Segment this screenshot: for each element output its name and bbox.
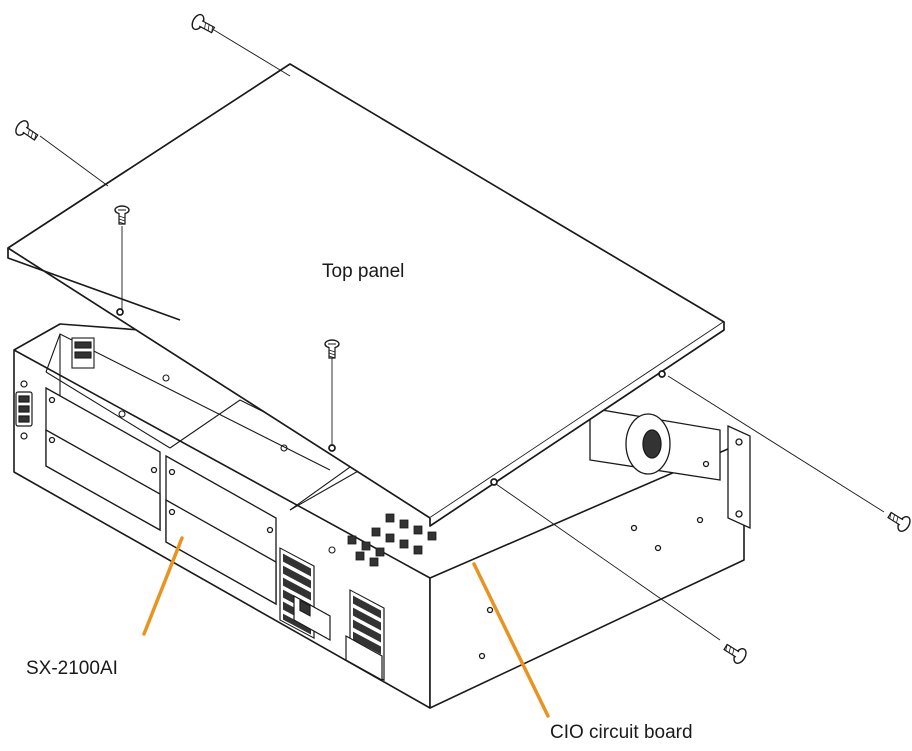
- rear-assembly: [478, 407, 751, 660]
- internal-connector: [71, 337, 95, 369]
- top-panel: [7, 63, 725, 527]
- dip-switches: [347, 513, 437, 567]
- top-panel-lip-left: [7, 248, 181, 321]
- screw-6: [720, 639, 750, 667]
- screw-icon: [884, 507, 912, 535]
- front-slot-plates: [45, 386, 277, 606]
- top-panel-lip-front: [429, 322, 725, 527]
- screw-1: [189, 11, 218, 38]
- screw-5: [884, 507, 912, 535]
- slot-plate-4: [165, 498, 277, 606]
- screw-icon: [720, 639, 750, 667]
- slot-plate-2: [45, 428, 161, 532]
- leader-board: [472, 562, 550, 718]
- screw-icon: [189, 11, 218, 38]
- top-panel-label: Top panel: [322, 261, 405, 282]
- top-panel-hole-1: [116, 308, 124, 316]
- leader-model: [142, 536, 184, 636]
- circuit-board-label: CIO circuit board: [550, 722, 693, 743]
- screw-guides: [39, 29, 885, 641]
- screw-2: [12, 117, 42, 145]
- chassis-rear-edge: [13, 323, 141, 351]
- screw-icon: [12, 117, 42, 145]
- chassis-right-face: [429, 441, 745, 709]
- power-connector: [15, 380, 33, 440]
- callout-leaders: [142, 536, 550, 718]
- network-ports: [293, 594, 383, 682]
- rack-ear: [727, 424, 751, 530]
- model-label: SX-2100AI: [26, 658, 118, 679]
